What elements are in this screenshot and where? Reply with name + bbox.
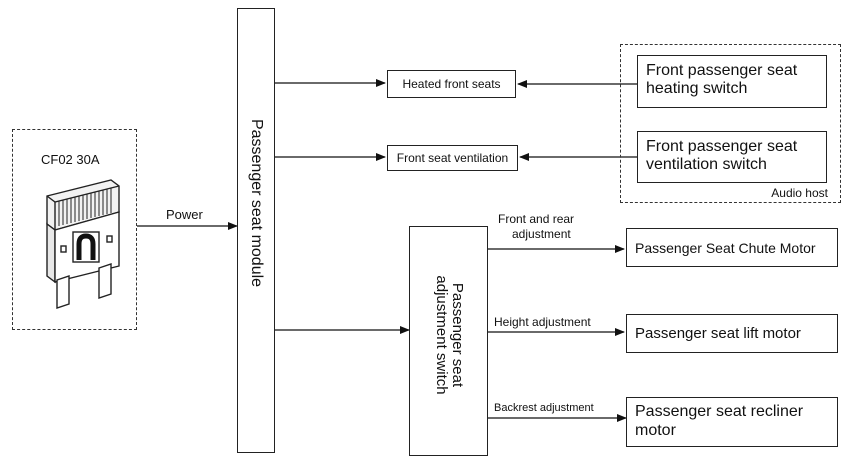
backrest-adjustment-label: Backrest adjustment bbox=[494, 402, 594, 414]
recliner-motor-box: Passenger seat recliner motor bbox=[626, 397, 838, 447]
adjustment-switch-label-line1: Passenger seat bbox=[449, 275, 465, 394]
front-seat-ventilation-label: Front seat ventilation bbox=[397, 151, 508, 165]
heated-front-seats-box: Heated front seats bbox=[387, 70, 516, 98]
passenger-seat-module: Passenger seat module bbox=[237, 8, 275, 453]
adjustment-switch-label-line2: adjustment switch bbox=[433, 275, 449, 394]
ventilation-switch-box: Front passenger seat ventilation switch bbox=[637, 131, 827, 183]
front-rear-adjustment-line2: adjustment bbox=[512, 227, 574, 242]
fuse-icon bbox=[27, 174, 127, 310]
ventilation-switch-label: Front passenger seat ventilation switch bbox=[646, 138, 797, 173]
front-seat-ventilation-box: Front seat ventilation bbox=[387, 145, 518, 171]
fuse-label: CF02 30A bbox=[41, 152, 100, 167]
lift-motor-label: Passenger seat lift motor bbox=[635, 325, 801, 342]
heated-front-seats-label: Heated front seats bbox=[402, 77, 500, 91]
chute-motor-box: Passenger Seat Chute Motor bbox=[626, 228, 838, 267]
adjustment-switch-box: Passenger seat adjustment switch bbox=[409, 226, 488, 456]
heating-switch-label: Front passenger seat heating switch bbox=[646, 62, 797, 97]
adjustment-switch-label: Passenger seat adjustment switch bbox=[433, 275, 465, 394]
height-adjustment-label: Height adjustment bbox=[494, 315, 591, 329]
front-rear-adjustment-line1: Front and rear bbox=[498, 212, 574, 227]
fuse-box: CF02 30A bbox=[12, 129, 137, 330]
recliner-motor-label: Passenger seat recliner motor bbox=[635, 403, 803, 439]
lift-motor-box: Passenger seat lift motor bbox=[626, 314, 838, 353]
passenger-seat-module-label: Passenger seat module bbox=[247, 118, 265, 286]
chute-motor-label: Passenger Seat Chute Motor bbox=[635, 240, 816, 256]
front-rear-adjustment-label: Front and rear adjustment bbox=[498, 212, 574, 242]
audio-host-label: Audio host bbox=[771, 186, 828, 200]
heating-switch-box: Front passenger seat heating switch bbox=[637, 55, 827, 108]
power-label: Power bbox=[166, 207, 203, 222]
